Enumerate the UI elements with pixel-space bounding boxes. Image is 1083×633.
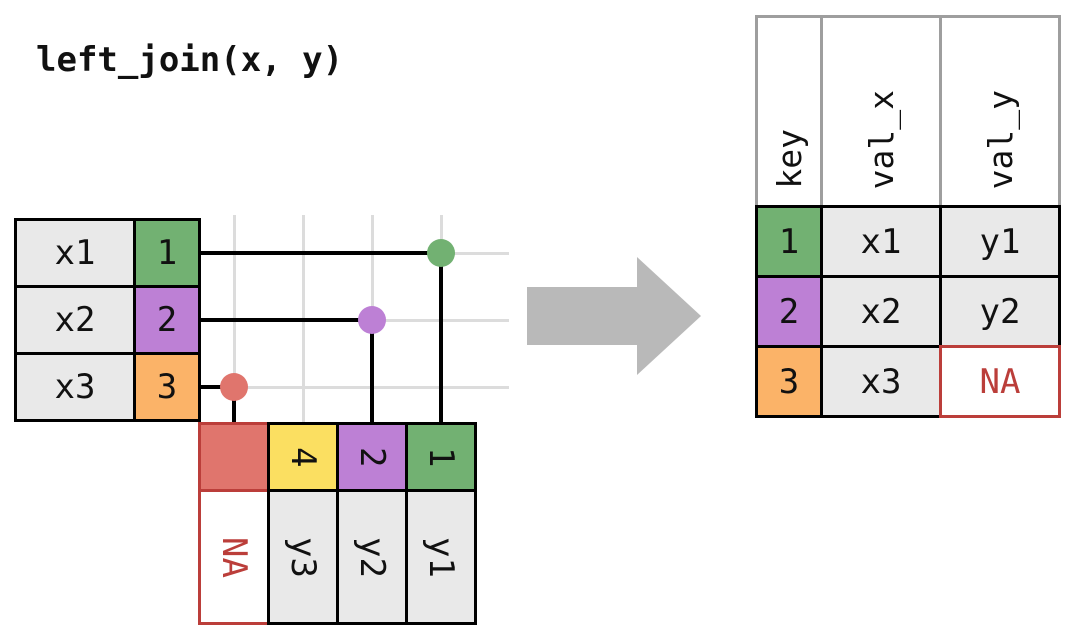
y-val-cell: y3 <box>267 489 339 625</box>
arrow-body <box>527 287 639 345</box>
join-line-key1-h <box>201 251 443 255</box>
y-key-cell-na <box>198 422 270 492</box>
result-valx-cell: x1 <box>820 205 942 278</box>
result-header-key-label: key <box>769 129 809 189</box>
y-val-label: NA <box>214 536 254 578</box>
y-key-cell: 1 <box>405 422 477 492</box>
diagram-title: left_join(x, y) <box>36 40 344 80</box>
y-key-label: 1 <box>421 446 461 468</box>
join-dot-key2 <box>358 306 386 334</box>
x-key-cell: 3 <box>133 352 201 422</box>
x-key-cell: 1 <box>133 218 201 288</box>
grid-line-row3 <box>201 386 509 389</box>
result-header-val-y: val_y <box>939 15 1061 208</box>
y-val-label: y1 <box>421 536 461 578</box>
y-val-label: y3 <box>283 536 323 578</box>
x-key-cell: 2 <box>133 285 201 355</box>
join-line-key2-v <box>370 318 374 422</box>
result-key-cell: 1 <box>755 205 823 278</box>
x-val-cell: x1 <box>14 218 136 288</box>
result-header-val-y-label: val_y <box>980 89 1020 189</box>
join-dot-no-match <box>220 373 248 401</box>
result-na-cell: NA <box>939 345 1061 418</box>
join-line-key2-h <box>201 318 374 322</box>
y-key-label: 2 <box>352 446 392 468</box>
join-line-key3-v <box>232 385 236 422</box>
y-val-cell-na: NA <box>198 489 270 625</box>
result-valy-cell: y2 <box>939 275 1061 348</box>
y-val-cell: y2 <box>336 489 408 625</box>
join-line-key3-h <box>201 385 236 389</box>
result-header-key: key <box>755 15 823 208</box>
result-header-val-x: val_x <box>820 15 942 208</box>
y-key-label: 4 <box>283 446 323 468</box>
arrow-head-icon <box>637 257 701 375</box>
y-val-label: y2 <box>352 536 392 578</box>
join-dot-key1 <box>427 239 455 267</box>
result-key-cell: 2 <box>755 275 823 348</box>
result-header-val-x-label: val_x <box>861 89 901 189</box>
y-key-cell: 2 <box>336 422 408 492</box>
result-valx-cell: x2 <box>820 275 942 348</box>
result-key-cell: 3 <box>755 345 823 418</box>
result-valx-cell: x3 <box>820 345 942 418</box>
y-val-cell: y1 <box>405 489 477 625</box>
y-key-cell: 4 <box>267 422 339 492</box>
join-line-key1-v <box>439 251 443 422</box>
x-val-cell: x3 <box>14 352 136 422</box>
x-val-cell: x2 <box>14 285 136 355</box>
result-valy-cell: y1 <box>939 205 1061 278</box>
